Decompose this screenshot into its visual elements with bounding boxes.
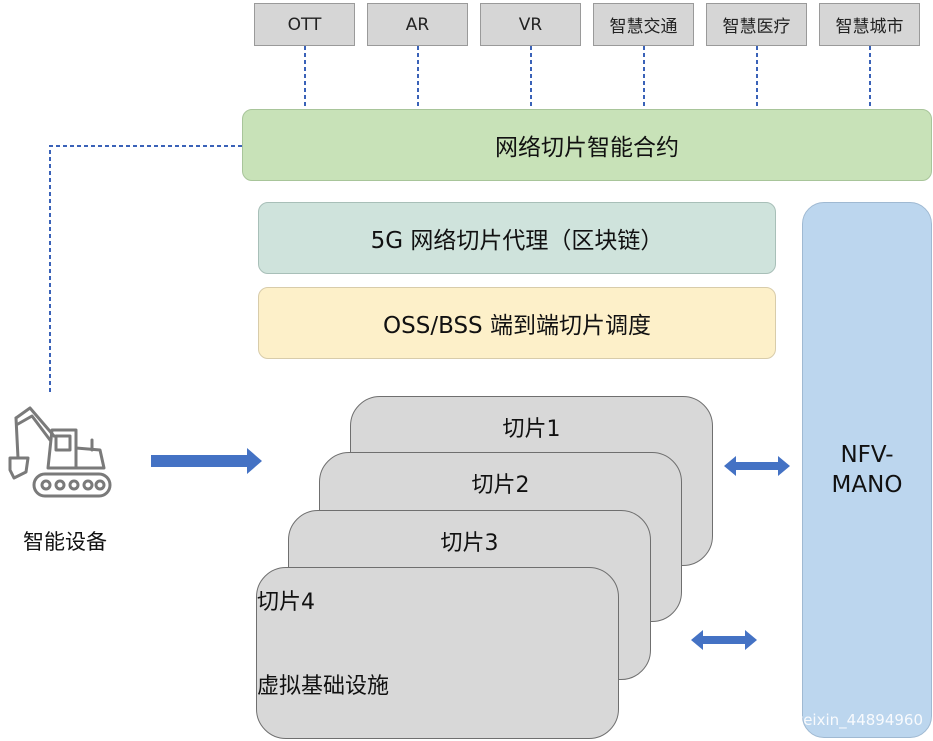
device-connector: [49, 145, 243, 392]
nfv-label-line1: NFV-: [840, 442, 894, 468]
app-box-smart-city: 智慧城市: [819, 3, 920, 46]
excavator-icon: [8, 406, 112, 498]
device-label: 智能设备: [23, 530, 107, 554]
agent-layer: 5G 网络切片代理（区块链）: [258, 202, 776, 274]
infrastructure-label: 虚拟基础设施: [257, 674, 390, 699]
watermark: veixin_44894960: [794, 711, 923, 729]
nfv-label-line2: MANO: [831, 472, 903, 498]
slice-4-label: 切片4: [257, 590, 315, 615]
app-box-ott: OTT: [254, 3, 355, 46]
slice-3-label: 切片3: [440, 531, 499, 556]
app-box-smart-traffic: 智慧交通: [593, 3, 694, 46]
app-box-vr: VR: [480, 3, 581, 46]
app-box-smart-medical: 智慧医疗: [706, 3, 807, 46]
slice-2-label: 切片2: [471, 473, 530, 498]
nfv-mano-block: NFV- MANO: [802, 202, 932, 738]
app-box-ar: AR: [367, 3, 468, 46]
contract-layer: 网络切片智能合约: [242, 109, 932, 181]
slice-4: 切片4 虚拟基础设施: [256, 567, 619, 739]
slice-1-label: 切片1: [502, 417, 561, 442]
oss-layer: OSS/BSS 端到端切片调度: [258, 287, 776, 359]
